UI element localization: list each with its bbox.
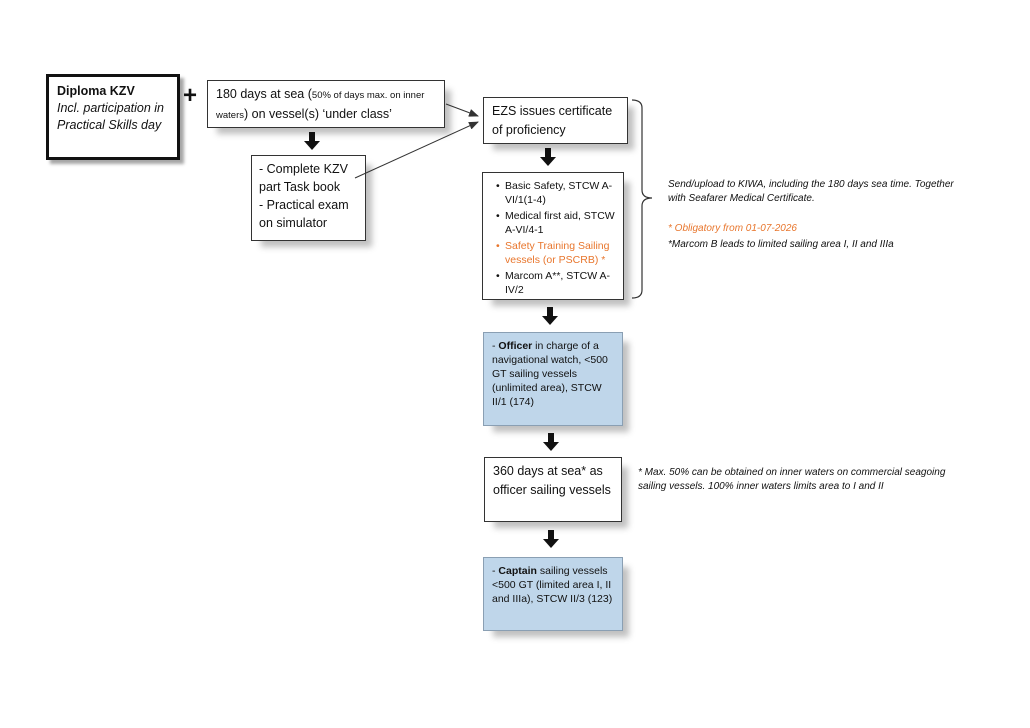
ezs-box: EZS issues certificate of proficiency xyxy=(483,97,628,144)
arrow-down-icon xyxy=(304,132,320,150)
days360-box: 360 days at sea* as officer sailing vess… xyxy=(484,457,622,522)
certificate-text: Safety Training Sailing vessels (or PSCR… xyxy=(505,240,610,266)
captain-box: - Captain sailing vessels <500 GT (limit… xyxy=(483,557,623,631)
task-box: - Complete KZV part Task book - Practica… xyxy=(251,155,366,241)
certificates-box: Basic Safety, STCW A-VI/1(1-4) Medical f… xyxy=(482,172,624,300)
sea-days-box: 180 days at sea (50% of days max. on inn… xyxy=(207,80,445,128)
diploma-box: Diploma KZV Incl. participation in Pract… xyxy=(46,74,180,160)
arrow-down-icon xyxy=(540,148,556,166)
arrow-down-icon xyxy=(543,530,559,548)
inner-waters-note: * Max. 50% can be obtained on inner wate… xyxy=(638,467,946,492)
arrow-to-ezs-bottom xyxy=(354,121,479,179)
officer-rest: in charge of a navigational watch, <500 … xyxy=(492,340,608,408)
sea-days-main: 180 days at sea ( xyxy=(216,87,312,101)
officer-box: - Officer in charge of a navigational wa… xyxy=(483,332,623,426)
certificates-list: Basic Safety, STCW A-VI/1(1-4) Medical f… xyxy=(493,179,617,297)
plus-sign: + xyxy=(183,82,198,109)
officer-bold: Officer xyxy=(498,340,533,352)
arrow-down-icon xyxy=(542,307,558,325)
diploma-subtitle: Incl. participation in Practical Skills … xyxy=(57,101,165,132)
task-line-2: - Practical exam on simulator xyxy=(259,198,349,230)
certificate-text: Medical first aid, STCW A-VI/4-1 xyxy=(505,210,615,236)
certificate-text: Marcom A**, STCW A-IV/2 xyxy=(505,270,611,296)
right-brace xyxy=(631,99,653,299)
captain-bold: Captain xyxy=(498,565,537,577)
diploma-title: Diploma KZV xyxy=(57,84,135,98)
certificate-item: Safety Training Sailing vessels (or PSCR… xyxy=(496,239,617,267)
task-line-1: - Complete KZV part Task book xyxy=(259,162,348,194)
ezs-text: EZS issues certificate of proficiency xyxy=(492,104,613,137)
certificate-item: Basic Safety, STCW A-VI/1(1-4) xyxy=(496,179,617,207)
obligatory-note: * Obligatory from 01-07-2026 xyxy=(668,223,797,234)
arrow-to-ezs-top xyxy=(445,103,479,117)
kiwa-note: Send/upload to KIWA, including the 180 d… xyxy=(668,179,954,204)
sea-days-tail: ) on vessel(s) ‘under class’ xyxy=(243,107,392,121)
captain-dash: - xyxy=(492,565,496,577)
sea-days-small: 50% of days max. on inner waters xyxy=(216,90,425,121)
arrow-down-icon xyxy=(543,433,559,451)
certificate-item: Marcom A**, STCW A-IV/2 xyxy=(496,269,617,297)
marcom-note: *Marcom B leads to limited sailing area … xyxy=(668,239,894,250)
days360-text: 360 days at sea* as officer sailing vess… xyxy=(493,464,611,497)
certificate-item: Medical first aid, STCW A-VI/4-1 xyxy=(496,209,617,237)
officer-dash: - xyxy=(492,340,496,352)
certificate-text: Basic Safety, STCW A-VI/1(1-4) xyxy=(505,180,613,206)
captain-rest: sailing vessels <500 GT (limited area I,… xyxy=(492,565,613,605)
